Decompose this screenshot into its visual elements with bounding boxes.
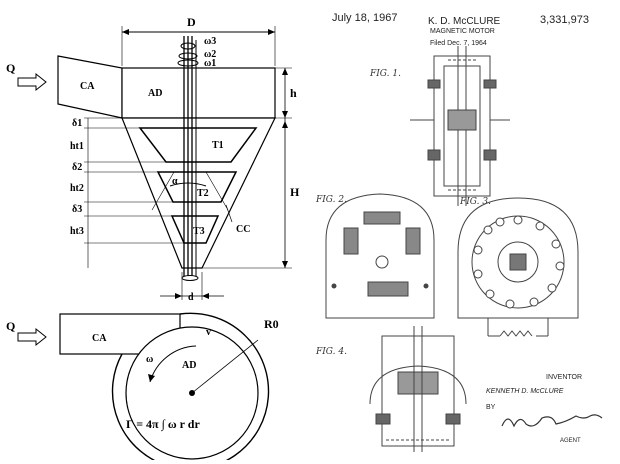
patent-inventor-name: K. D. McCLURE bbox=[428, 16, 501, 27]
label-ht2: ht2 bbox=[70, 183, 84, 194]
cyclone-diagram-svg: D ω3 ω2 ω1 CA Q AD T1 T2 T3 α CC bbox=[6, 15, 300, 464]
label-AD: AD bbox=[148, 88, 162, 99]
label-CA: CA bbox=[80, 81, 95, 92]
fig1-drawing bbox=[410, 46, 510, 206]
label-T3: T3 bbox=[193, 226, 205, 237]
agent-signature bbox=[501, 414, 603, 428]
label-H: H bbox=[290, 185, 300, 199]
fig3-drawing bbox=[457, 197, 579, 337]
cyclone-diagram: D ω3 ω2 ω1 CA Q AD T1 T2 T3 α CC bbox=[0, 0, 310, 464]
plan-label-AD: AD bbox=[182, 360, 196, 371]
patent-date: July 18, 1967 bbox=[332, 12, 398, 24]
label-h: h bbox=[290, 86, 297, 100]
fig2-drawing bbox=[325, 193, 435, 319]
label-omega2: ω2 bbox=[204, 49, 216, 60]
fig4-label: FIG. 4. bbox=[315, 347, 347, 357]
label-D: D bbox=[187, 15, 196, 29]
patent-title: MAGNETIC MOTOR bbox=[430, 28, 495, 35]
label-delta2: δ2 bbox=[72, 162, 82, 173]
label-Q: Q bbox=[6, 61, 15, 75]
plan-label-Q: Q bbox=[6, 319, 15, 333]
agent-label: AGENT bbox=[560, 438, 581, 444]
label-delta1: δ1 bbox=[72, 118, 82, 129]
label-T2: T2 bbox=[197, 188, 209, 199]
plan-inflow-arrow bbox=[17, 327, 47, 347]
label-ht1: ht1 bbox=[70, 141, 84, 152]
plan-outer-wall bbox=[111, 312, 270, 464]
label-d: d bbox=[188, 292, 194, 303]
plan-label-omega: ω bbox=[146, 354, 153, 365]
inventor-caption: INVENTOR bbox=[546, 374, 583, 381]
label-ht3: ht3 bbox=[70, 226, 84, 237]
label-omega1: ω1 bbox=[204, 58, 216, 69]
fig4-drawing bbox=[369, 326, 467, 452]
label-omega3: ω3 bbox=[204, 36, 216, 47]
label-CC: CC bbox=[236, 224, 250, 235]
plan-formula: Γ = 4π ∫ ω r dr bbox=[126, 417, 200, 431]
plan-label-CA: CA bbox=[92, 333, 107, 344]
inflow-arrow bbox=[17, 72, 47, 92]
label-alpha: α bbox=[172, 176, 178, 187]
patent-number: 3,331,973 bbox=[540, 14, 589, 26]
patent-figures-svg: FIG. 1. FIG. 2. bbox=[315, 46, 579, 452]
label-T1: T1 bbox=[212, 140, 224, 151]
patent-drawing: July 18, 1967 K. D. McCLURE 3,331,973 MA… bbox=[310, 0, 620, 460]
fig2-label: FIG. 2. bbox=[315, 195, 347, 205]
fig3-label: FIG. 3. bbox=[459, 197, 491, 207]
by-label: BY bbox=[486, 404, 496, 411]
label-delta3: δ3 bbox=[72, 204, 82, 215]
fig1-label: FIG. 1. bbox=[369, 69, 401, 79]
patent-filed: Filed Dec. 7, 1964 bbox=[430, 40, 487, 47]
plan-label-v: v bbox=[206, 327, 211, 338]
plan-label-R0: R0 bbox=[264, 317, 279, 331]
inventor-full-name: KENNETH D. McCLURE bbox=[486, 388, 564, 395]
cylinder-body bbox=[121, 67, 276, 119]
